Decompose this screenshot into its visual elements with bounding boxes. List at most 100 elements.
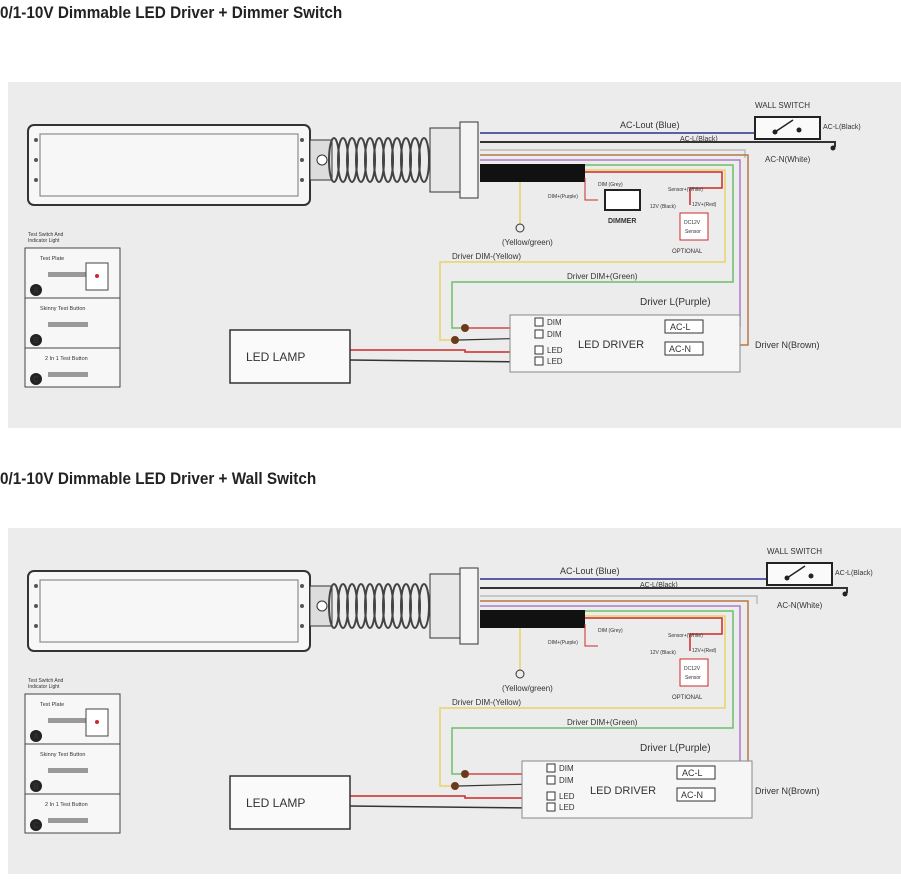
label-led-lamp: LED LAMP (246, 350, 305, 364)
test-button-shaft (48, 272, 88, 277)
screw (34, 138, 38, 142)
label-12v-red: 12V+(Red) (692, 648, 717, 654)
black-cable (480, 610, 585, 628)
indicator-light (95, 720, 99, 724)
terminal-label: DIM (547, 330, 562, 339)
test-item-label: 2 In 1 Test Button (45, 356, 88, 362)
label-ac-l-box: AC-L (670, 322, 691, 332)
label-sensor-box: DC12V (684, 220, 701, 226)
test-item-label: Test Plate (40, 256, 64, 262)
screw (34, 584, 38, 588)
screw (300, 158, 304, 162)
label-sensor-box: Sensor (685, 675, 701, 681)
driver-inner (39, 579, 299, 643)
screw (300, 624, 304, 628)
screw (300, 604, 304, 608)
label-ac-n-box: AC-N (669, 344, 691, 354)
label-12v-red: 12V+(Red) (692, 202, 717, 208)
screw (34, 604, 38, 608)
label-sensor-white: Sensor+(White) (668, 633, 703, 639)
badge-letter: A (33, 732, 39, 741)
led-driver-housing (27, 567, 479, 652)
label-ac-lout: AC-Lout (Blue) (560, 566, 620, 576)
ground-icon (515, 223, 525, 233)
connector-flange (459, 567, 479, 645)
diagram-panel-2: AC-Lout (Blue)AC-L(Black)WALL SWITCHAC-L… (8, 528, 901, 874)
label-ac-n: AC-N(White) (765, 155, 811, 164)
sensor-box (679, 658, 709, 687)
label-12v-black: 12V (Black) (650, 204, 676, 210)
wall-switch (754, 116, 821, 140)
test-heading: Test Switch And (28, 232, 64, 238)
terminal-box (546, 802, 556, 812)
wire-sensor-red (585, 171, 723, 205)
label-led-lamp: LED LAMP (246, 796, 305, 810)
switch-contact (784, 575, 790, 581)
wire-led-plus (350, 349, 535, 353)
test-button-shaft (48, 322, 88, 327)
dimmer-box (604, 189, 641, 211)
wire-green (451, 164, 734, 329)
label-dimmer: DIMMER (608, 218, 636, 225)
label-sensor-white: Sensor+(White) (668, 187, 703, 193)
spiral-cable (328, 583, 430, 629)
switch-box (766, 562, 833, 586)
screw (300, 584, 304, 588)
wire-led-plus (350, 795, 535, 799)
terminal-label: LED (547, 346, 563, 355)
badge (30, 780, 42, 792)
terminal-box (534, 356, 544, 366)
screw (34, 624, 38, 628)
terminal-label: DIM (559, 764, 574, 773)
label-ac-lout: AC-Lout (Blue) (620, 120, 680, 130)
label-ac-l-box: AC-L (682, 768, 703, 778)
driver-body (27, 124, 311, 206)
badge (30, 819, 42, 831)
wire-green (451, 610, 734, 775)
screw (34, 158, 38, 162)
led-driver-housing (27, 121, 479, 206)
label-ac-l-black: AC-L(Black) (640, 582, 678, 589)
wire-dim-purple (584, 178, 598, 201)
test-heading: Test Switch And (28, 678, 64, 684)
terminal-box (534, 329, 544, 339)
wire-led-minus (349, 359, 536, 363)
wall-switch (766, 562, 833, 586)
ac-n-box (664, 341, 704, 356)
bracket-hole (316, 600, 328, 612)
label-dim-minus: Driver DIM-(Yellow) (452, 252, 521, 261)
wire-yellow (439, 169, 726, 341)
ground-icon (515, 669, 525, 679)
label-dim-plus: Driver DIM+(Green) (567, 272, 638, 281)
badge (30, 373, 42, 385)
driver-body (27, 570, 311, 652)
screw (34, 178, 38, 182)
label-ac-n: AC-N(White) (777, 601, 823, 610)
label-dim-purple: DIM+(Purple) (548, 640, 578, 646)
diagram-title-1: 0/1-10V Dimmable LED Driver + Dimmer Swi… (0, 3, 343, 22)
badge-letter: C (33, 821, 39, 830)
spiral-coil (418, 137, 430, 183)
test-item-label: 2 In 1 Test Button (45, 802, 88, 808)
spiral-cable (328, 137, 430, 183)
label-dim-purple: DIM+(Purple) (548, 194, 578, 200)
diagram-title-2: 0/1-10V Dimmable LED Driver + Wall Switc… (0, 469, 317, 488)
wire-dim-purple (584, 624, 598, 647)
label-led-driver: LED DRIVER (578, 339, 644, 351)
label-sensor-box: DC12V (684, 666, 701, 672)
label-dim-grey: DIM (Grey) (598, 628, 623, 634)
terminal-box (534, 317, 544, 327)
test-heading: Indicator Light (28, 684, 60, 690)
wire-ac-l-black (480, 587, 848, 593)
indicator-light (95, 274, 99, 278)
label-ac-l-black: AC-L(Black) (680, 136, 718, 143)
ac-n-box (676, 787, 716, 802)
switch-contact (808, 573, 814, 579)
terminal-label: LED (559, 792, 575, 801)
connector (429, 573, 461, 639)
wire-brown (480, 154, 749, 346)
label-ground: (Yellow/green) (502, 238, 553, 247)
